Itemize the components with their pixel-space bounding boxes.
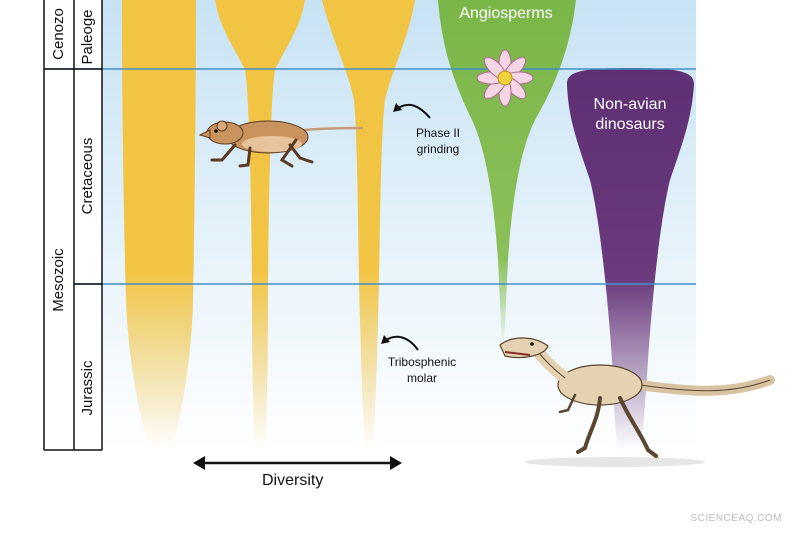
lotus-flower-icon <box>476 49 534 107</box>
period-label-cretaceous: Cretaceous <box>79 137 96 215</box>
mammal-lineage-2 <box>215 0 305 450</box>
phase2-arrow <box>397 103 431 119</box>
theropod-dinosaur-illustration <box>499 337 775 467</box>
tribosphenic-label-line2: molar <box>406 371 437 385</box>
diversity-arrow-right <box>390 456 402 470</box>
mammal-illustration <box>198 120 364 168</box>
tribosphenic-label-line1: Tribosphenic <box>387 355 457 369</box>
phase2-arrowhead <box>393 103 402 112</box>
tribosphenic-arrowhead <box>381 335 390 344</box>
era-label-mesozoic: Mesozoic <box>50 248 67 312</box>
dinosaurs-label-line1: Non-avian <box>593 96 667 113</box>
angiosperm-lineage <box>438 0 576 345</box>
tribosphenic-arrow <box>385 335 419 351</box>
dinosaurs-label-line2: dinosaurs <box>595 116 665 133</box>
diversity-arrow-left <box>193 456 205 470</box>
dinosaur-lineage <box>567 68 694 450</box>
mammal-lineage-1 <box>122 0 196 450</box>
mammal-lineage-3 <box>322 0 415 450</box>
diversity-axis-label: Diversity <box>262 472 324 489</box>
watermark: SCIENCEAQ.COM <box>690 513 782 524</box>
era-label-cenozoic: Cenozo <box>50 8 67 60</box>
period-label-jurassic: Jurassic <box>79 360 96 416</box>
period-label-paleogene: Paleoge <box>79 9 96 65</box>
phase2-label-line1: Phase II <box>415 126 461 140</box>
phase2-label-line2: grinding <box>416 142 460 156</box>
angiosperms-label: Angiosperms <box>459 5 553 22</box>
